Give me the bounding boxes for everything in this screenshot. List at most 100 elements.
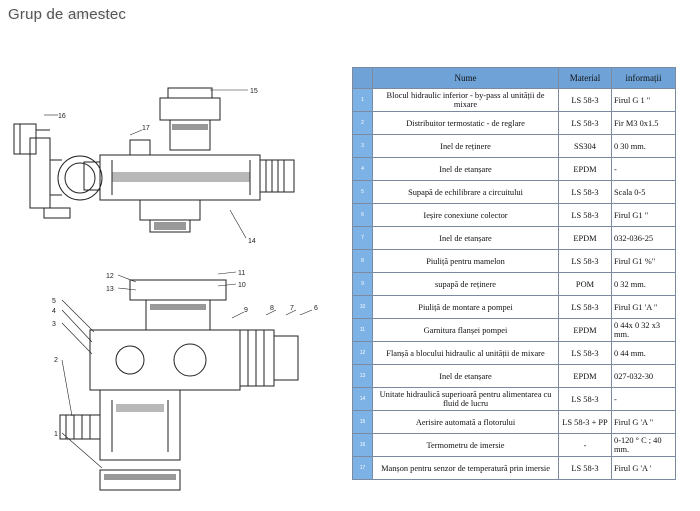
part-info: 0 44x 0 32 x3 mm. [611,318,676,342]
part-name: Inel de reținere [372,134,559,158]
callout-4: 4 [52,308,56,315]
callout-1: 1 [54,431,58,438]
part-info: 0 30 mm. [611,134,676,158]
part-material: EPDM [558,318,612,342]
part-name: supapă de reținere [372,272,559,296]
callout-10: 10 [238,282,246,289]
callout-14: 14 [248,238,256,245]
part-name: Piuliță pentru mamelon [372,249,559,273]
part-material: LS 58-3 [558,203,612,227]
part-material: EPDM [558,157,612,181]
part-name: Aerisire automată a flotorului [372,410,559,434]
part-name: Garnitura flanșei pompei [372,318,559,342]
part-name: Ieșire conexiune colector [372,203,559,227]
part-material: LS 58-3 [558,341,612,365]
row-number: 16 [352,433,373,457]
row-number: 6 [352,203,373,227]
part-info: 032-036-25 [611,226,676,250]
part-name: Supapă de echilibrare a circuitului [372,180,559,204]
table-header-row: Nume Material informații [352,67,676,89]
part-material: LS 58-3 [558,249,612,273]
part-material: LS 58-3 [558,456,612,480]
row-number: 1 [352,88,373,112]
col-header-name: Nume [372,67,559,89]
row-number: 14 [352,387,373,411]
part-name: Termometru de imersie [372,433,559,457]
part-name: Inel de etanșare [372,364,559,388]
row-number: 4 [352,157,373,181]
row-number: 8 [352,249,373,273]
part-material: LS 58-3 [558,88,612,112]
part-info: Firul G 'A ' [611,456,676,480]
callout-12: 12 [106,273,114,280]
callout-2: 2 [54,357,58,364]
row-number: 17 [352,456,373,480]
part-info: Firul G1 'A " [611,295,676,319]
part-info: - [611,387,676,411]
part-info: - [611,157,676,181]
part-name: Unitate hidraulică superioară pentru ali… [372,387,559,411]
part-name: Piuliță de montare a pompei [372,295,559,319]
part-material: LS 58-3 [558,180,612,204]
row-number: 15 [352,410,373,434]
part-name: Inel de etanșare [372,226,559,250]
callout-16: 16 [58,113,66,120]
row-number: 11 [352,318,373,342]
part-material: LS 58-3 [558,387,612,411]
part-info: Firul G1 %" [611,249,676,273]
part-info: Firul G 'A " [611,410,676,434]
row-number: 10 [352,295,373,319]
callout-7: 7 [290,305,294,312]
part-info: 0 32 mm. [611,272,676,296]
part-material: LS 58-3 + PP [558,410,612,434]
col-header-num [352,67,373,89]
callout-9: 9 [244,307,248,314]
part-name: Flanșă a blocului hidraulic al unității … [372,341,559,365]
callout-3: 3 [52,321,56,328]
part-info: Scala 0-5 [611,180,676,204]
row-number: 12 [352,341,373,365]
part-material: EPDM [558,226,612,250]
part-name: Inel de etanșare [372,157,559,181]
col-header-info: informații [611,67,676,89]
part-name: Manșon pentru senzor de temperatură prin… [372,456,559,480]
technical-drawing: 16 17 15 14 12 13 11 [13,87,318,491]
page-title: Grup de amestec [8,6,127,23]
part-info: Fir M3 0x1.5 [611,111,676,135]
part-name: Blocul hidraulic inferior - by-pass al u… [372,88,559,112]
col-header-material: Material [558,67,612,89]
row-number: 13 [352,364,373,388]
part-info: Firul G 1 " [611,88,676,112]
callout-6: 6 [314,305,318,312]
part-material: LS 58-3 [558,111,612,135]
part-material: LS 58-3 [558,295,612,319]
row-number: 5 [352,180,373,204]
row-number: 7 [352,226,373,250]
callout-13: 13 [106,286,114,293]
part-info: 0 44 mm. [611,341,676,365]
row-number: 9 [352,272,373,296]
callout-17: 17 [142,125,150,132]
part-material: POM [558,272,612,296]
row-number: 2 [352,111,373,135]
part-info: 027-032-30 [611,364,676,388]
part-name: Distribuitor termostatic - de reglare [372,111,559,135]
